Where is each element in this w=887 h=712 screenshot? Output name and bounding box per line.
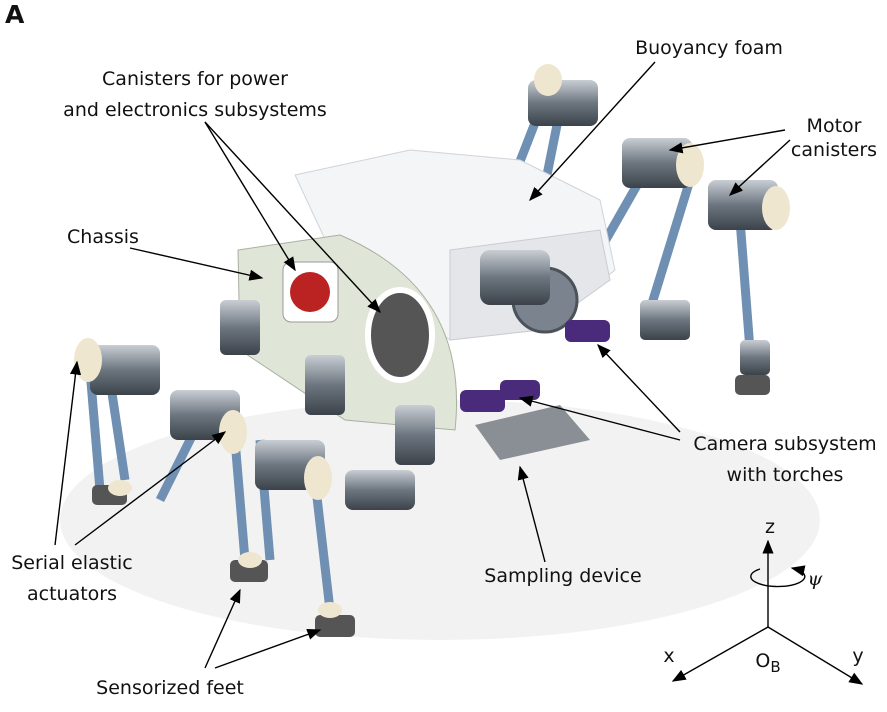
- x-axis: [671, 626, 769, 682]
- yaw-rotation-icon: [750, 565, 806, 588]
- panel-label: A: [5, 0, 25, 29]
- coordinate-frame: [671, 539, 864, 685]
- arrow-motor-1: [668, 129, 786, 154]
- label-motor-line2: canisters: [790, 139, 878, 161]
- label-sampling-device: Sampling device: [484, 565, 642, 587]
- label-canisters-line2: and electronics subsystems: [63, 99, 327, 121]
- label-sea-line1: Serial elastic: [11, 552, 133, 574]
- arrow-motor-2: [728, 139, 791, 196]
- arrow-buoyancy: [529, 61, 656, 202]
- sampling-plate: [475, 405, 590, 460]
- label-camera-line1: Camera subsystem: [693, 433, 877, 455]
- origin-label: OB: [755, 650, 780, 678]
- annotation-arrows: [54, 61, 791, 669]
- label-motor-line1: Motor: [806, 115, 862, 137]
- arrow-canister-2: [204, 121, 381, 314]
- axis-label-x: x: [663, 645, 675, 667]
- torches: [460, 320, 610, 412]
- axis-label-z: z: [765, 516, 775, 538]
- arrow-canister-1: [204, 121, 296, 272]
- label-sea-line2: actuators: [26, 583, 118, 605]
- axis-label-y: y: [852, 645, 864, 667]
- label-camera-line2: with torches: [726, 464, 844, 486]
- arrow-sea-1: [54, 360, 82, 546]
- axis-label-psi: ψ: [807, 568, 823, 590]
- arrow-chassis: [129, 247, 264, 281]
- label-canisters-line1: Canisters for power: [102, 68, 288, 90]
- arrow-sea-2: [74, 431, 227, 546]
- arrow-sampling: [517, 465, 546, 563]
- label-buoyancy-foam: Buoyancy foam: [635, 37, 783, 59]
- y-axis: [767, 626, 864, 685]
- arrow-camera-1: [597, 343, 681, 433]
- label-chassis: Chassis: [67, 226, 139, 248]
- origin-subscript: B: [770, 657, 781, 676]
- motor-canisters: [528, 64, 790, 375]
- arrow-feet-2: [214, 629, 322, 669]
- feet: [92, 375, 770, 637]
- arrow-camera-2: [518, 395, 681, 441]
- origin-letter: O: [755, 650, 771, 672]
- arrow-feet-1: [204, 588, 241, 669]
- label-sensorized-feet: Sensorized feet: [96, 677, 244, 699]
